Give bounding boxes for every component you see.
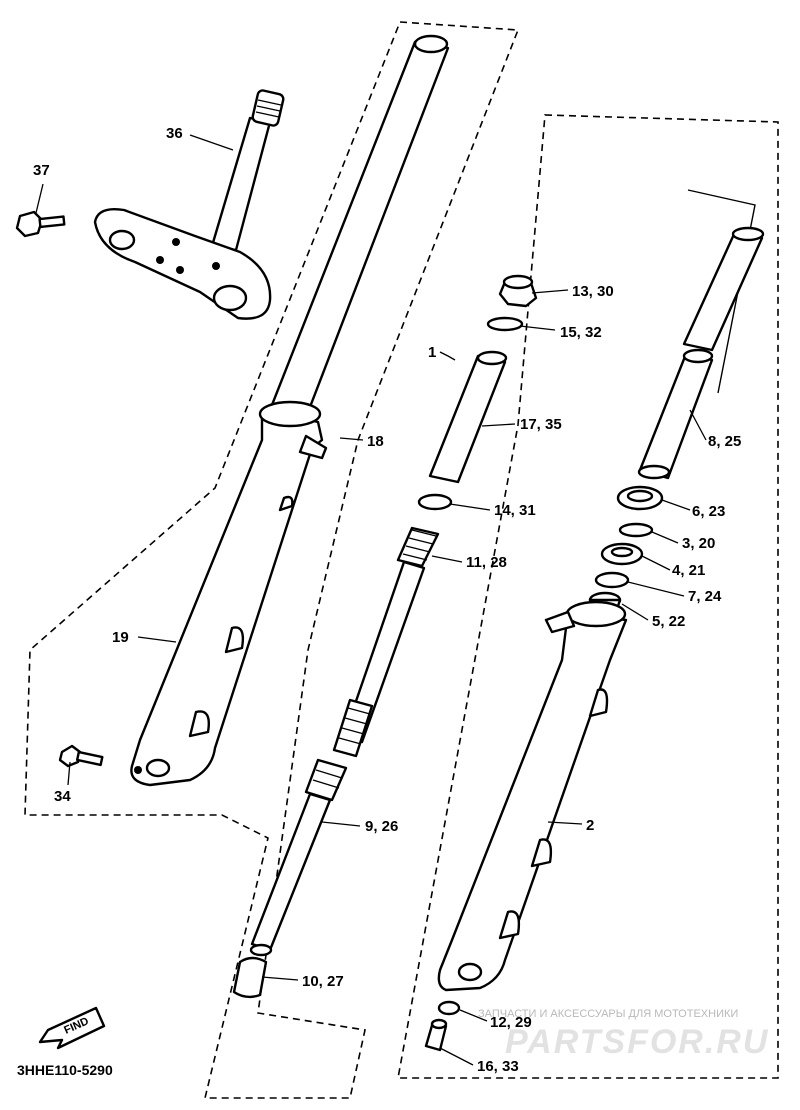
bushing-7	[594, 571, 630, 589]
callout-13-30: 13, 30	[572, 283, 614, 300]
callout-6-23: 6, 23	[692, 503, 725, 520]
washer-4	[600, 542, 644, 566]
spacer-17	[428, 350, 508, 484]
callout-17-35: 17, 35	[520, 416, 562, 433]
damper-rod-9	[249, 758, 348, 957]
outer-tube-bracket	[687, 189, 756, 394]
callout-2: 2	[586, 817, 594, 834]
oil-lock-piece-10	[232, 956, 268, 999]
callout-34: 34	[54, 788, 71, 805]
callout-12-29: 12, 29	[490, 1014, 532, 1031]
cap-bolt-13	[498, 274, 538, 308]
callout-37: 37	[33, 162, 50, 179]
callout-18: 18	[367, 433, 384, 450]
diagram-code: 3HHE110-5290	[17, 1062, 113, 1078]
leader-lines	[35, 134, 707, 1066]
fork-assembly-boundary	[24, 21, 520, 1099]
callout-11-28: 11, 28	[466, 554, 507, 571]
steering-stem	[210, 89, 285, 252]
washer-14	[417, 493, 453, 511]
watermark-brand: PARTSFOR.RU	[505, 1023, 769, 1061]
under-bracket	[93, 208, 272, 320]
callout-1: 1	[428, 344, 436, 361]
callout-19: 19	[112, 629, 129, 646]
callout-16-33: 16, 33	[477, 1058, 519, 1075]
bolt-34	[58, 744, 104, 768]
o-ring-15	[486, 316, 524, 332]
callout-10-27: 10, 27	[302, 973, 344, 990]
outer-tube-19	[130, 400, 328, 787]
oil-seal-6	[616, 485, 664, 511]
washer-12	[437, 1000, 461, 1016]
callout-15-32: 15, 32	[560, 324, 602, 341]
outer-tube-2	[437, 600, 628, 992]
callout-4-21: 4, 21	[672, 562, 705, 579]
inner-tube-8	[637, 226, 765, 480]
callout-5-22: 5, 22	[652, 613, 685, 630]
inner-tube	[268, 34, 450, 422]
fork-spring-11	[332, 526, 440, 758]
find-badge: FIND	[38, 1006, 106, 1050]
callout-9-26: 9, 26	[365, 818, 398, 835]
fork-internals-boundary	[397, 114, 779, 1079]
callout-36: 36	[166, 125, 183, 142]
watermark-tagline: ЗАПЧАСТИ И АКСЕССУАРЫ ДЛЯ МОТОТЕХНИКИ	[478, 1008, 738, 1020]
callout-7-24: 7, 24	[688, 588, 722, 605]
drain-bolt-16	[424, 1018, 448, 1052]
bolt-37	[15, 210, 66, 238]
callout-3-20: 3, 20	[682, 535, 715, 552]
clip-3	[618, 522, 654, 538]
callout-14-31: 14, 31	[494, 502, 536, 519]
callout-8-25: 8, 25	[708, 433, 741, 450]
